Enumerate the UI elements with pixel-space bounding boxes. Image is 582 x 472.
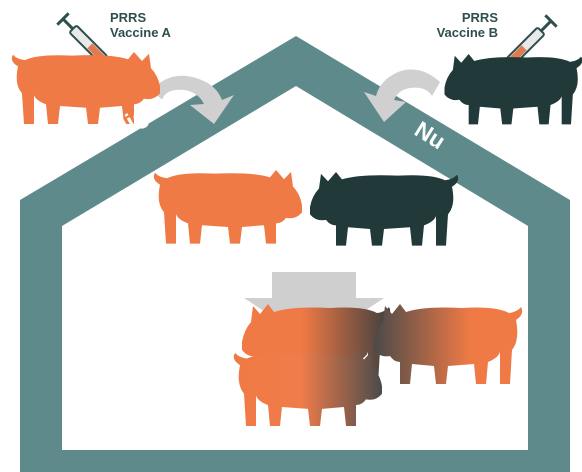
vaccine-b-line2: Vaccine B [420, 25, 498, 40]
pig-icon [310, 172, 458, 246]
vaccine-a-line1: PRRS [110, 10, 171, 25]
pig-icon [445, 54, 582, 124]
pig-icon [374, 304, 522, 384]
vaccine-b-label: PRRS Vaccine B [420, 10, 498, 40]
pig-icon [154, 170, 302, 244]
vaccine-b-line1: PRRS [420, 10, 498, 25]
vaccine-a-line2: Vaccine A [110, 25, 171, 40]
pig-icon [234, 350, 382, 426]
vaccine-a-label: PRRS Vaccine A [110, 10, 171, 40]
